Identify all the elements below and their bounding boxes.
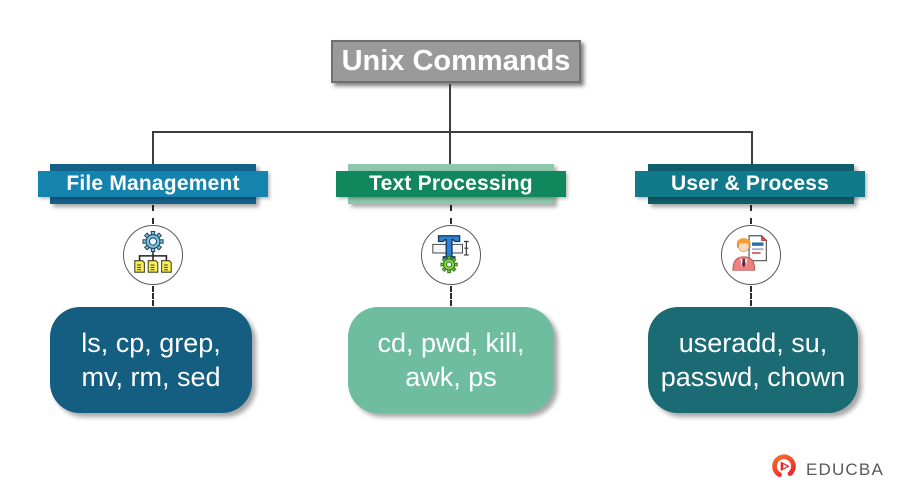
- commands-box-text-processing: cd, pwd, kill, awk, ps: [348, 307, 554, 413]
- commands-line: cd, pwd, kill,: [377, 328, 525, 358]
- connector-right-drop: [751, 131, 753, 166]
- commands-box-user-process: useradd, su, passwd, chown: [648, 307, 858, 413]
- dashed-connector: [152, 205, 154, 224]
- commands-line: ls, cp, grep,: [81, 328, 221, 358]
- educba-swirl-icon: [769, 451, 799, 488]
- text-tool-gear-icon: [428, 230, 474, 281]
- commands-line: mv, rm, sed: [81, 362, 221, 392]
- icon-circle-user-process: [721, 225, 781, 285]
- dashed-connector: [750, 286, 752, 306]
- header-user-process: User & Process: [635, 171, 865, 197]
- header-file-management: File Management: [38, 171, 268, 197]
- user-document-icon: [728, 230, 774, 281]
- dashed-connector: [152, 286, 154, 306]
- connector-center-vertical: [449, 84, 451, 168]
- commands-line: useradd, su,: [678, 328, 828, 358]
- icon-circle-text-processing: [421, 225, 481, 285]
- connector-horizontal: [152, 131, 753, 133]
- dashed-connector: [750, 205, 752, 224]
- brand-footer: EDUCBA: [769, 451, 884, 488]
- brand-logo-text: EDUCBA: [805, 459, 884, 479]
- connector-left-drop: [152, 131, 154, 166]
- icon-circle-file-management: [123, 225, 183, 285]
- commands-line: passwd, chown: [660, 362, 846, 392]
- commands-line: awk, ps: [405, 362, 497, 392]
- header-text-processing: Text Processing: [336, 171, 566, 197]
- diagram-title: Unix Commands: [331, 40, 581, 83]
- dashed-connector: [450, 286, 452, 306]
- files-with-gear-icon: [130, 230, 176, 281]
- dashed-connector: [450, 205, 452, 224]
- commands-box-file-management: ls, cp, grep, mv, rm, sed: [50, 307, 252, 413]
